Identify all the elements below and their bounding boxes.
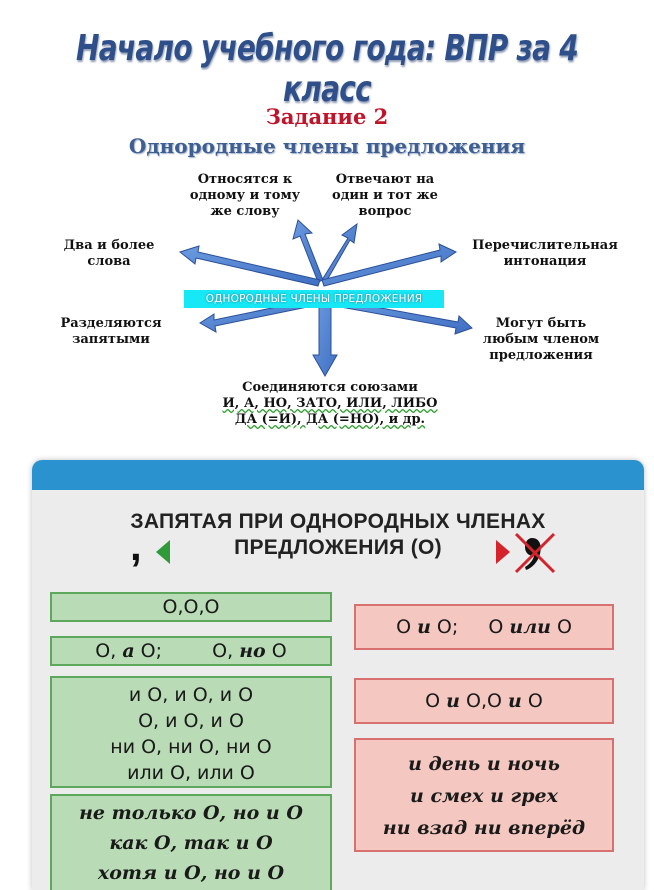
rule-box-a-no: О, а О; О, но О (50, 636, 332, 666)
label-one-question: Отвечают на один и тот же вопрос (332, 172, 438, 219)
rule-box-repeated-conj: и О, и О, и О О, и О, и О ни О, ни О, ни… (50, 676, 332, 788)
rule-box-idioms: и день и ночь и смех и грех ни взад ни в… (354, 738, 614, 852)
page-title: Начало учебного года: ВПР за 4 класс (75, 28, 579, 110)
center-concept-label: ОДНОРОДНЫЕ ЧЛЕНЫ ПРЕДЛОЖЕНИЯ (184, 290, 444, 308)
arrow-up-left (292, 219, 324, 283)
label-two-more: Два и более слова (63, 238, 155, 269)
arrow-right (321, 243, 458, 287)
label-any-member: Могут быть любым членом предложения (482, 316, 600, 363)
green-arrow-icon (156, 540, 170, 564)
rule-box-double-conj: не только О, но и О как О, так и О хотя … (50, 794, 332, 890)
comma-glyph: , (130, 522, 142, 569)
label-commas: Разделяются запятыми (60, 316, 162, 347)
label-one-word: Относятся к одному и тому же слову (189, 172, 301, 219)
label-conjunctions: Соединяются союзами И, А, НО, ЗАТО, ИЛИ,… (222, 380, 438, 427)
crossed-comma-icon (514, 532, 556, 574)
comma-rule-panel: ЗАПЯТАЯ ПРИ ОДНОРОДНЫХ ЧЛЕНАХ ПРЕДЛОЖЕНИ… (32, 460, 644, 890)
rule-box-repeated: О,О,О (50, 592, 332, 622)
label-intonation: Перечислительная интонация (472, 238, 618, 269)
arrow-up-right (321, 222, 358, 283)
diagram-arrows (178, 219, 473, 378)
red-arrow-icon (496, 540, 510, 564)
topic-title: Однородные члены предложения (128, 134, 526, 158)
arrow-down (312, 303, 338, 378)
panel-header-bar (32, 460, 644, 490)
rule-box-single-conj: О и О; О или О (354, 604, 614, 650)
rule-title-line2: ПРЕДЛОЖЕНИЯ (О) (234, 536, 442, 559)
task-title: Задание 2 (265, 104, 389, 129)
arrow-left (178, 245, 321, 287)
rule-box-pairs: О и О,О и О (354, 678, 614, 724)
rule-title-line1: ЗАПЯТАЯ ПРИ ОДНОРОДНЫХ ЧЛЕНАХ (130, 510, 546, 533)
